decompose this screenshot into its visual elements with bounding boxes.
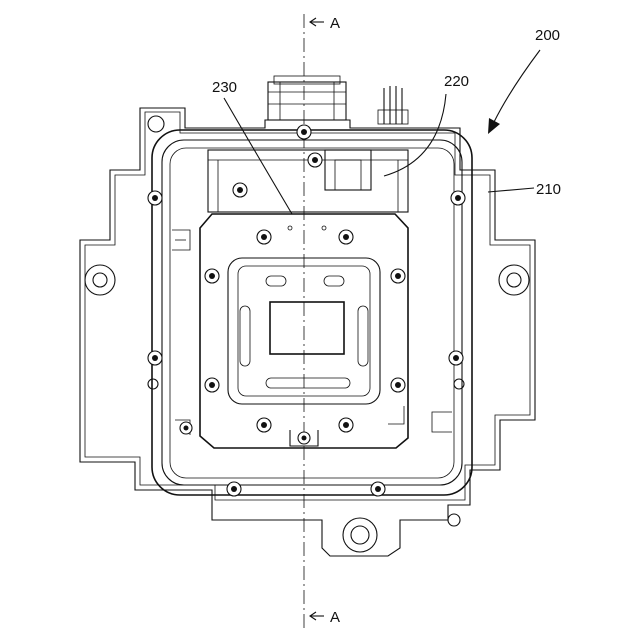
screw-icon bbox=[371, 482, 385, 496]
screw-icon bbox=[391, 269, 405, 283]
section-marker-bottom: A bbox=[310, 609, 340, 626]
section-label-top: A bbox=[330, 15, 340, 32]
screw-icon bbox=[205, 378, 219, 392]
screw-icon bbox=[205, 269, 219, 283]
leader-230 bbox=[224, 98, 292, 214]
screw-icon bbox=[339, 230, 353, 244]
screw-icon bbox=[180, 422, 192, 434]
screw-icon bbox=[449, 351, 463, 365]
label-230: 230 bbox=[212, 79, 237, 96]
screw-icon bbox=[298, 432, 310, 444]
wire-bundle bbox=[378, 86, 408, 124]
screw-icon bbox=[148, 351, 162, 365]
small-hole-left bbox=[148, 379, 158, 389]
connector bbox=[268, 76, 346, 120]
screw-icon bbox=[339, 418, 353, 432]
leader-200-arrowhead bbox=[488, 118, 500, 134]
screws bbox=[148, 125, 465, 496]
right-mount-hole bbox=[499, 265, 529, 295]
housing-inner-wall-2 bbox=[162, 140, 462, 485]
leader-220 bbox=[384, 94, 446, 176]
section-label-bottom: A bbox=[330, 609, 340, 626]
left-mount-hole bbox=[85, 265, 115, 295]
screw-icon bbox=[297, 125, 311, 139]
section-marker-top: A bbox=[310, 15, 340, 32]
screw-icon bbox=[233, 183, 247, 197]
screw-icon bbox=[451, 191, 465, 205]
label-220: 220 bbox=[444, 73, 469, 90]
leader-200 bbox=[494, 50, 540, 122]
screw-icon bbox=[308, 153, 322, 167]
label-200: 200 bbox=[535, 27, 560, 44]
screw-icon bbox=[148, 191, 162, 205]
housing-inner-wall-3 bbox=[170, 148, 454, 478]
label-210: 210 bbox=[536, 181, 561, 198]
screw-icon bbox=[227, 482, 241, 496]
hex-boss bbox=[148, 116, 164, 132]
screw-icon bbox=[257, 418, 271, 432]
bottom-mount-hole bbox=[343, 518, 377, 552]
center-window bbox=[270, 302, 344, 354]
small-hole-right bbox=[448, 514, 460, 526]
right-step bbox=[432, 412, 452, 432]
screw-icon bbox=[257, 230, 271, 244]
screw-icon bbox=[391, 378, 405, 392]
